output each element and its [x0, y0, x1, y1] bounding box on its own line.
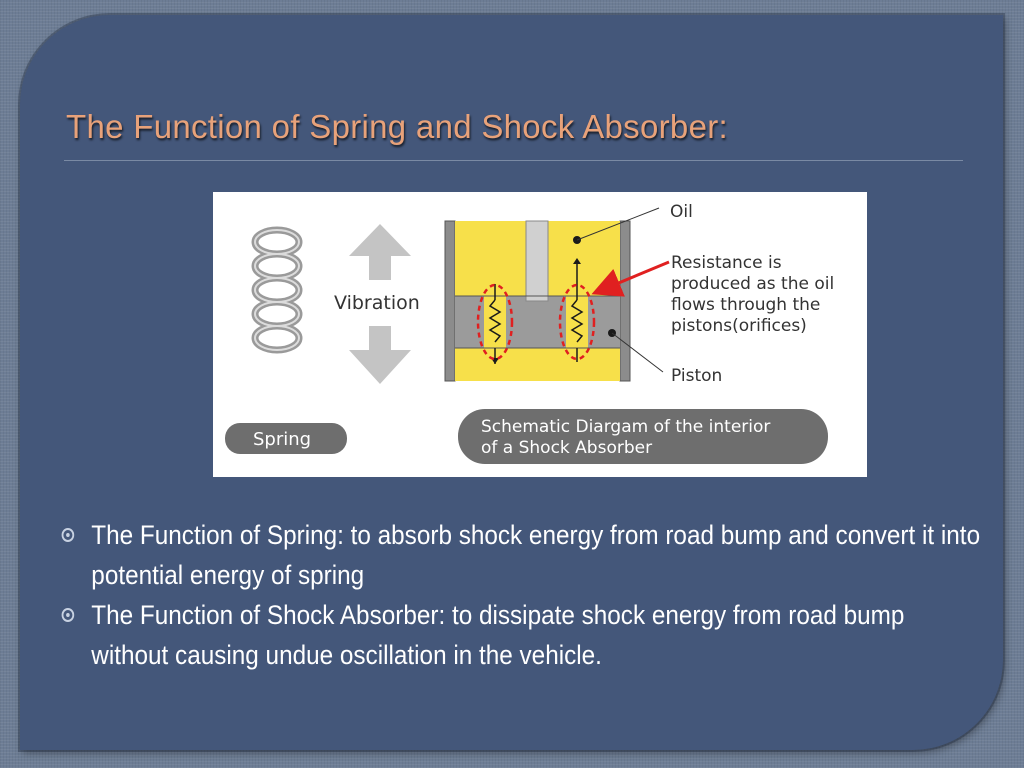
orifice-highlight-left — [476, 283, 514, 361]
bullet-text-shock-absorber: The Function of Shock Absorber: to dissi… — [91, 600, 905, 670]
vibration-label: Vibration — [334, 292, 420, 314]
bullet-spring-function: The Function of Spring: to absorb shock … — [58, 515, 982, 595]
spring-badge — [225, 423, 347, 454]
arrow-up-icon — [349, 224, 411, 280]
oil-label: Oil — [670, 202, 693, 222]
bullet-circle-icon — [61, 528, 75, 542]
bullet-shock-absorber-function: The Function of Shock Absorber: to dissi… — [58, 595, 982, 675]
spring-badge-label: Spring — [253, 429, 311, 450]
resistance-label: Resistance is produced as the oil flows … — [671, 253, 840, 336]
arrow-down-icon — [349, 326, 411, 384]
diagram-caption: Schematic Diargam of the interior of a S… — [481, 417, 776, 458]
coil-spring-icon — [251, 226, 303, 354]
orifice-highlight-right — [558, 283, 596, 361]
shock-absorber-cylinder — [444, 220, 631, 382]
title-divider — [64, 160, 963, 161]
shock-absorber-diagram: Vibration Spring — [213, 192, 867, 477]
slide-title: The Function of Spring and Shock Absorbe… — [66, 108, 728, 145]
piston-label: Piston — [671, 366, 722, 386]
bullet-circle-icon — [61, 608, 75, 622]
caption-pill — [458, 409, 828, 464]
bullet-list: The Function of Spring: to absorb shock … — [58, 515, 980, 675]
diagram-svg: Vibration Spring — [225, 202, 840, 464]
bullet-text-spring: The Function of Spring: to absorb shock … — [91, 520, 981, 590]
resistance-arrow — [591, 260, 670, 297]
